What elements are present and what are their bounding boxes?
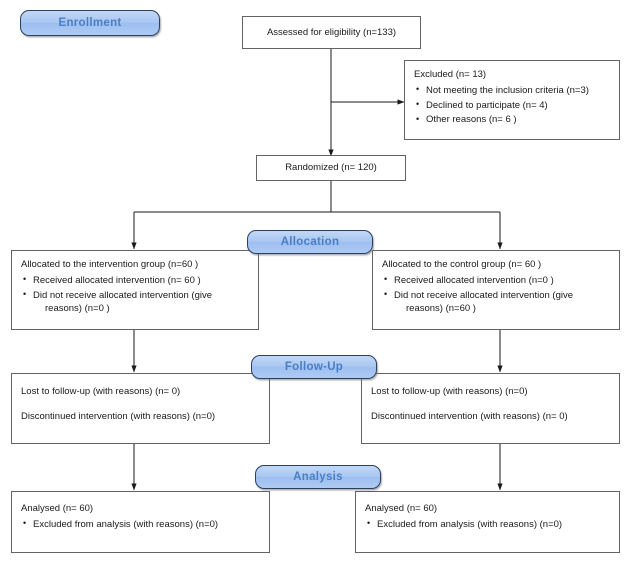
stage-label-analysis-text: Analysis [293, 471, 343, 483]
list-item: Other reasons (n= 6 ) [414, 113, 610, 127]
stage-label-enrollment: Enrollment [20, 10, 160, 36]
node-analysis-control-heading: Analysed (n= 60) [365, 503, 438, 514]
list-item: Did not receive allocated intervention (… [382, 288, 610, 317]
node-allocated-control-item-1: Did not receive allocated intervention (… [394, 289, 574, 301]
node-excluded: Excluded (n= 13) Not meeting the inclusi… [404, 60, 620, 140]
node-allocated-control-continuation: reasons) (n=60 ) [406, 303, 476, 315]
node-analysis-intervention-list: Excluded from analysis (with reasons) (n… [21, 517, 260, 532]
node-followup-intervention-line1: Lost to follow-up (with reasons) (n= 0) [21, 386, 181, 397]
node-allocated-intervention-item-0: Received allocated intervention (n= 60 ) [33, 274, 201, 286]
node-followup-control-line1: Lost to follow-up (with reasons) (n=0) [371, 386, 528, 397]
node-allocated-control: Allocated to the control group (n= 60 ) … [372, 250, 620, 330]
node-analysis-control: Analysed (n= 60) Excluded from analysis … [355, 491, 620, 553]
list-item: Received allocated intervention (n= 60 ) [21, 273, 249, 288]
node-allocated-control-heading: Allocated to the control group (n= 60 ) [382, 259, 542, 270]
node-allocated-control-list: Received allocated intervention (n=0 ) D… [382, 273, 610, 317]
node-allocated-intervention: Allocated to the intervention group (n=6… [11, 250, 259, 330]
node-followup-intervention-line2: Discontinued intervention (with reasons)… [21, 410, 216, 422]
node-excluded-item-2: Other reasons (n= 6 ) [426, 114, 517, 126]
node-followup-control: Lost to follow-up (with reasons) (n=0) D… [361, 373, 620, 444]
list-item: Declined to participate (n= 4) [414, 98, 610, 113]
node-excluded-heading: Excluded (n= 13) [414, 69, 487, 80]
node-analysis-intervention-heading: Analysed (n= 60) [21, 503, 94, 514]
stage-label-allocation: Allocation [247, 230, 373, 254]
node-analysis-control-item-0: Excluded from analysis (with reasons) (n… [377, 518, 563, 530]
node-excluded-list: Not meeting the inclusion criteria (n=3)… [414, 83, 610, 127]
stage-label-enrollment-text: Enrollment [58, 17, 122, 29]
list-item: Not meeting the inclusion criteria (n=3) [414, 83, 610, 98]
stage-label-analysis: Analysis [255, 465, 381, 489]
node-allocated-intervention-list: Received allocated intervention (n= 60 )… [21, 273, 249, 317]
node-excluded-item-0: Not meeting the inclusion criteria (n=3) [426, 84, 589, 96]
stage-label-followup: Follow-Up [251, 355, 377, 379]
list-item: Excluded from analysis (with reasons) (n… [21, 517, 260, 532]
stage-label-followup-text: Follow-Up [284, 361, 344, 373]
node-analysis-control-list: Excluded from analysis (with reasons) (n… [365, 517, 610, 532]
node-analysis-intervention: Analysed (n= 60) Excluded from analysis … [11, 491, 270, 553]
node-followup-control-line2: Discontinued intervention (with reasons)… [371, 410, 568, 422]
spacer [21, 399, 260, 410]
list-item: Did not receive allocated intervention (… [21, 288, 249, 317]
node-randomized: Randomized (n= 120) [256, 155, 406, 181]
list-item: Excluded from analysis (with reasons) (n… [365, 517, 610, 532]
node-assessed-text: Assessed for eligibility (n=133) [266, 26, 397, 38]
stage-label-allocation-text: Allocation [280, 236, 340, 248]
node-allocated-control-item-0: Received allocated intervention (n=0 ) [394, 274, 554, 286]
node-excluded-item-1: Declined to participate (n= 4) [426, 99, 548, 111]
node-assessed-for-eligibility: Assessed for eligibility (n=133) [242, 16, 421, 49]
spacer [371, 399, 610, 410]
node-followup-intervention: Lost to follow-up (with reasons) (n= 0) … [11, 373, 270, 444]
node-allocated-intervention-continuation: reasons) (n=0 ) [45, 303, 110, 315]
node-analysis-intervention-item-0: Excluded from analysis (with reasons) (n… [33, 518, 219, 530]
list-item: Received allocated intervention (n=0 ) [382, 273, 610, 288]
node-allocated-intervention-item-1: Did not receive allocated intervention (… [33, 289, 213, 301]
node-randomized-text: Randomized (n= 120) [285, 162, 377, 174]
node-allocated-intervention-heading: Allocated to the intervention group (n=6… [21, 259, 199, 270]
